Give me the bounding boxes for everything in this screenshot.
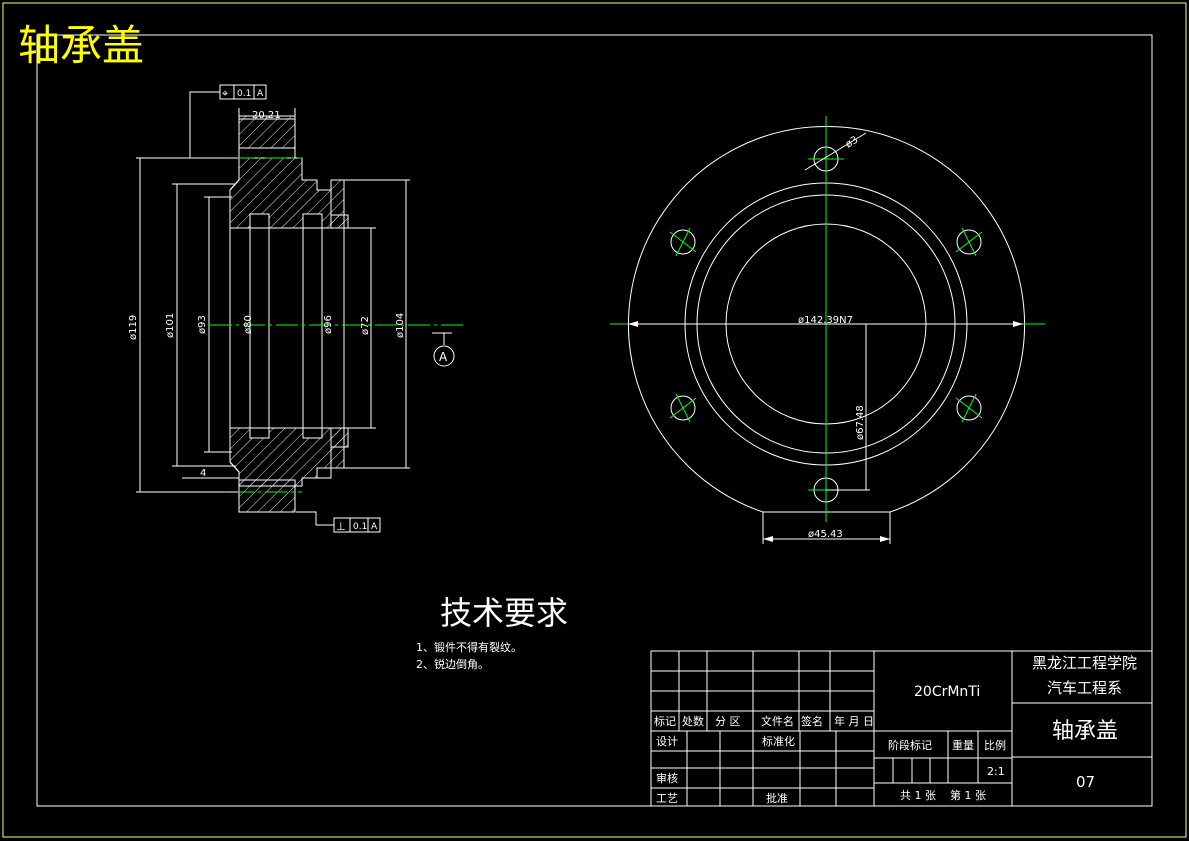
svg-text:ø101: ø101 [165,313,176,338]
svg-text:第 1 张: 第 1 张 [950,788,986,802]
tolerance-frame-bottom: ⊥ 0.1 A [296,511,381,533]
tech-req-item-2: 2、锐边倒角。 [416,657,489,671]
dim-d80: ø80 [243,315,254,334]
tech-req-item-1: 1、锻件不得有裂纹。 [416,640,522,654]
drawing-number: 07 [1076,773,1095,791]
svg-text:ø45.43: ø45.43 [808,529,843,540]
rim-hatch-bottom [330,427,345,469]
dim-d104: ø104 [344,179,410,469]
svg-text:处数: 处数 [682,715,704,728]
dim-d119: ø119 [128,157,238,493]
svg-text:ø142.39N7: ø142.39N7 [798,315,853,326]
svg-text:重量: 重量 [952,738,974,752]
body-hatch-bottom [229,427,349,487]
svg-text:A: A [257,89,264,99]
bolt-hole-lower-left [669,393,697,423]
svg-text:分 区: 分 区 [715,715,741,728]
svg-text:ø104: ø104 [395,313,406,338]
dim-d101: ø101 [165,183,236,467]
svg-text:年 月 日: 年 月 日 [834,714,874,728]
svg-text:ø93: ø93 [197,315,208,334]
part-name: 轴承盖 [1052,719,1118,744]
svg-text:阶段标记: 阶段标记 [888,738,932,752]
svg-text:0.1: 0.1 [237,89,251,99]
perpendicularity-icon: ⊥ [336,520,346,533]
svg-text:4: 4 [200,468,206,479]
material-label: 20CrMnTi [914,684,980,700]
dim-d45: ø45.43 [762,512,891,544]
bolt-hole-upper-right [955,227,983,257]
svg-text:ø119: ø119 [128,315,139,340]
scale-value: 2:1 [987,765,1005,778]
bolt-hole-upper-left [669,227,697,257]
dim-d72: ø72 [344,227,376,429]
svg-text:20.21: 20.21 [252,110,281,121]
department-name: 汽车工程系 [1047,679,1122,697]
svg-text:标准化: 标准化 [762,734,795,748]
dim-d96: ø96 [323,315,334,334]
svg-text:设计: 设计 [656,735,678,748]
svg-text:签名: 签名 [801,714,823,728]
groove-right [302,213,323,439]
section-view: 20.21 ø119 ø101 ø93 ø80 ø96 ø72 [128,84,465,533]
dim-step4: 4 [182,468,239,479]
groove-left [249,213,270,439]
dim-width-top: 20.21 [238,108,296,121]
svg-text:ø3: ø3 [844,135,860,151]
dim-hole: ø3 [804,132,867,171]
school-name: 黑龙江工程学院 [1032,654,1137,672]
svg-text:文件名: 文件名 [761,714,794,728]
svg-text:工艺: 工艺 [656,792,678,805]
dim-bore: ø142.39N7 [628,315,1023,327]
body-hatch-top [229,157,349,229]
flange-outline [628,125,1025,513]
bolt-hole-lower-right [955,393,983,423]
tolerance-frame-top: ⌖ 0.1 A [189,84,267,158]
svg-text:0.1: 0.1 [353,522,367,532]
inner-drawing-frame [36,34,1153,807]
svg-text:审核: 审核 [656,771,678,785]
dim-d67: ø67.48 [826,323,870,491]
svg-text:比例: 比例 [984,738,1006,752]
svg-text:批准: 批准 [766,791,788,805]
svg-text:ø72: ø72 [360,316,371,335]
technical-requirements: 技术要求 1、锻件不得有裂纹。 2、锐边倒角。 [416,594,568,671]
svg-text:ø67.48: ø67.48 [855,405,866,440]
svg-text:共 1 张: 共 1 张 [900,789,936,802]
datum-marker-a: A [432,332,455,367]
svg-text:A: A [439,350,448,364]
drawing-title: 轴承盖 [18,21,144,70]
position-icon: ⌖ [222,87,228,100]
tech-req-title: 技术要求 [440,594,568,632]
title-block: 标记 处数 分 区 文件名 签名 年 月 日 设计 标准化 审核 工艺 批准 阶… [650,650,1153,807]
front-view: ø142.39N7 ø3 ø67.48 ø45.43 [610,116,1045,544]
dim-d93: ø93 [197,196,232,453]
svg-text:标记: 标记 [654,714,676,728]
rim-hatch-top [330,179,345,229]
svg-text:A: A [371,522,378,532]
